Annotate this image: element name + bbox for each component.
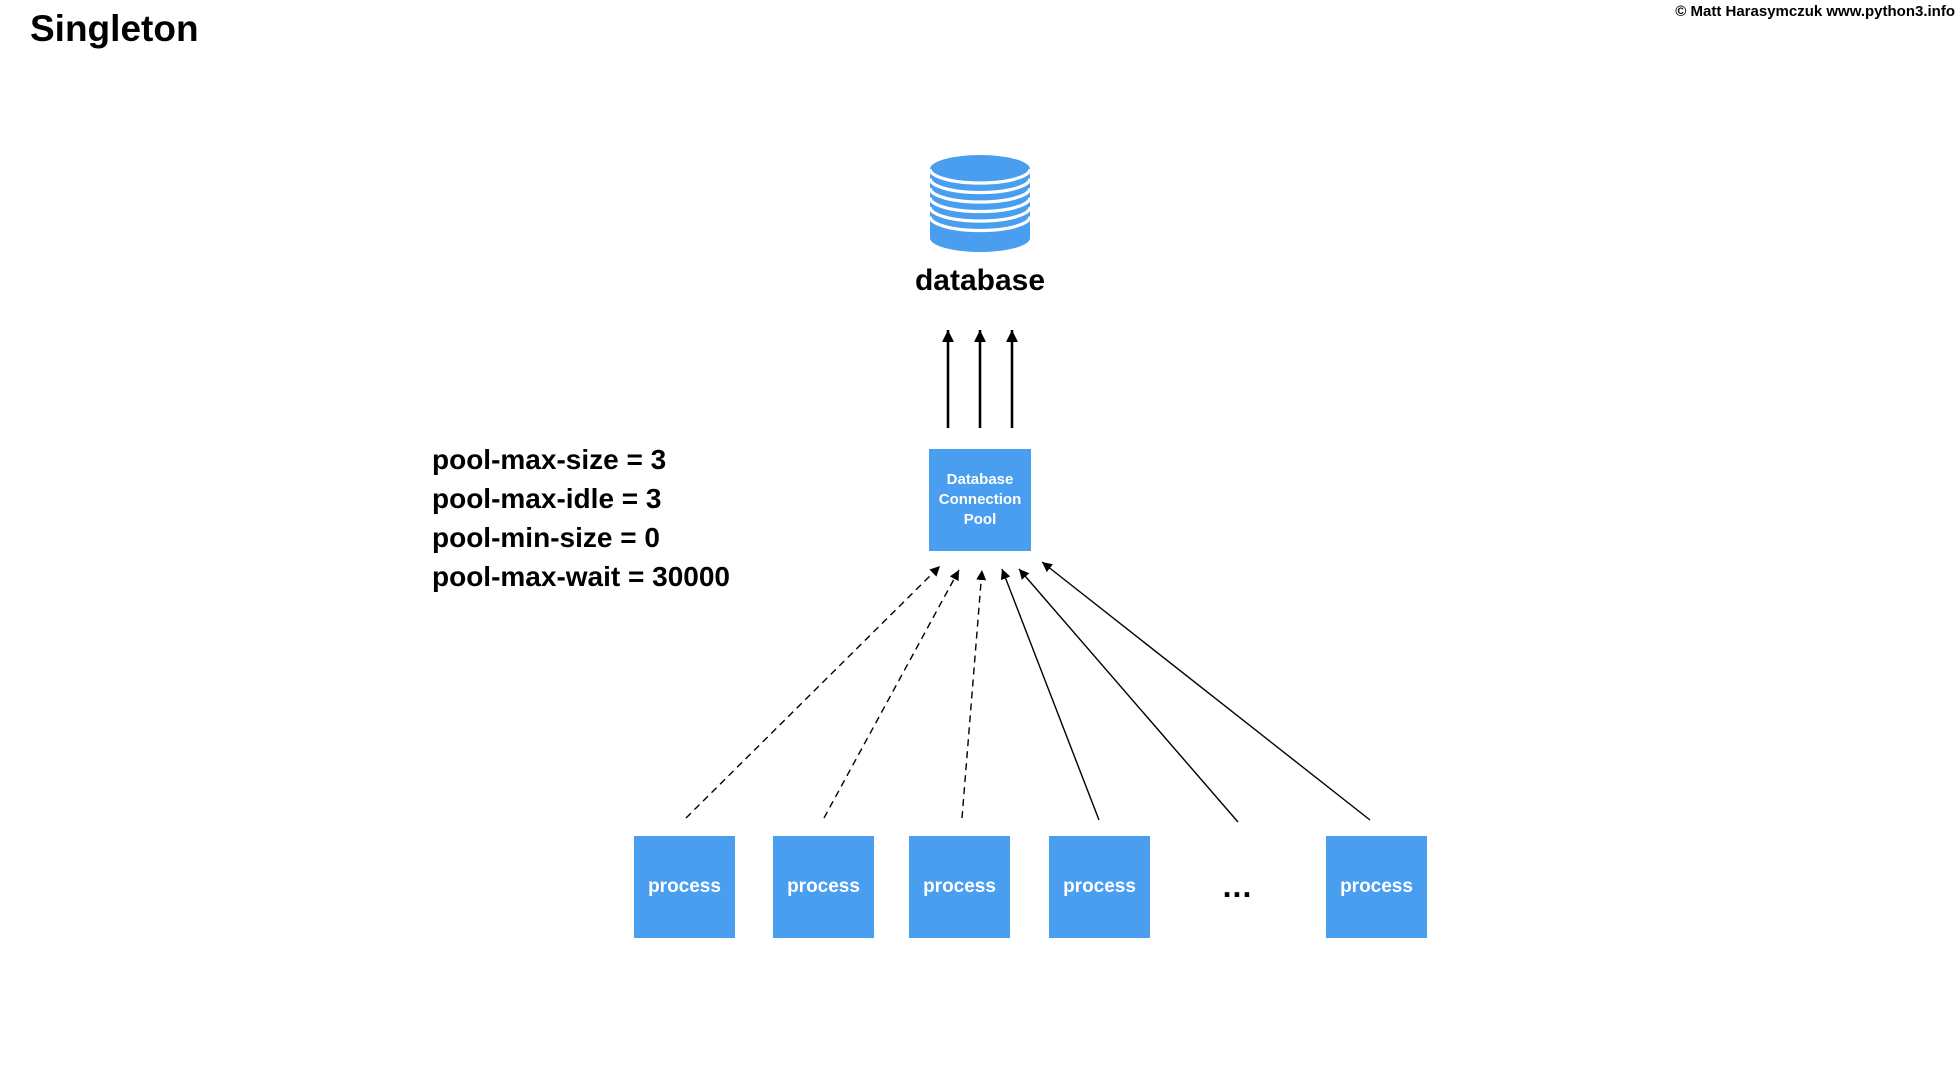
solid-arrow-process-4 [1000,568,1100,821]
dashed-arrow-process-1 [685,565,941,819]
process-box-4: process [1049,836,1150,938]
dashed-arrow-process-2 [823,569,960,819]
pool-setting-line: pool-min-size = 0 [432,522,660,553]
process-box-1: process [634,836,735,938]
pool-box-line: Connection [938,491,1022,508]
process-label: process [787,876,860,897]
process-to-pool-solid-arrows [1000,561,1371,823]
page-title: Singleton [30,8,199,49]
database-label: database [914,264,1046,297]
dashed-arrow-process-3 [961,569,987,819]
process-label: process [923,876,996,897]
solid-arrow-more-processes [1018,568,1239,823]
database-cylinder-icon [928,155,1032,252]
pool-box-line: Database [946,471,1014,488]
pool-box-line: Pool [963,511,997,528]
solid-arrow-process-5 [1041,561,1371,821]
pool-setting-line: pool-max-wait = 30000 [432,561,731,592]
connection-pool-box: Database Connection Pool [929,449,1031,551]
process-box-5: process [1326,836,1427,938]
process-label: process [1063,876,1136,897]
pool-setting-line: pool-max-idle = 3 [432,483,662,514]
pool-to-database-arrows [942,330,1018,428]
more-processes-ellipsis: ... [1222,868,1253,904]
process-label: process [1340,876,1413,897]
pool-settings: pool-max-size = 3 pool-max-idle = 3 pool… [432,440,730,596]
process-label: process [648,876,721,897]
pool-setting-line: pool-max-size = 3 [432,444,667,475]
copyright: © Matt Harasymczuk www.python3.info [1675,3,1955,20]
process-box-3: process [909,836,1010,938]
database-cylinder-layers [928,168,1032,233]
process-box-2: process [773,836,874,938]
process-to-pool-dashed-arrows [685,565,987,819]
